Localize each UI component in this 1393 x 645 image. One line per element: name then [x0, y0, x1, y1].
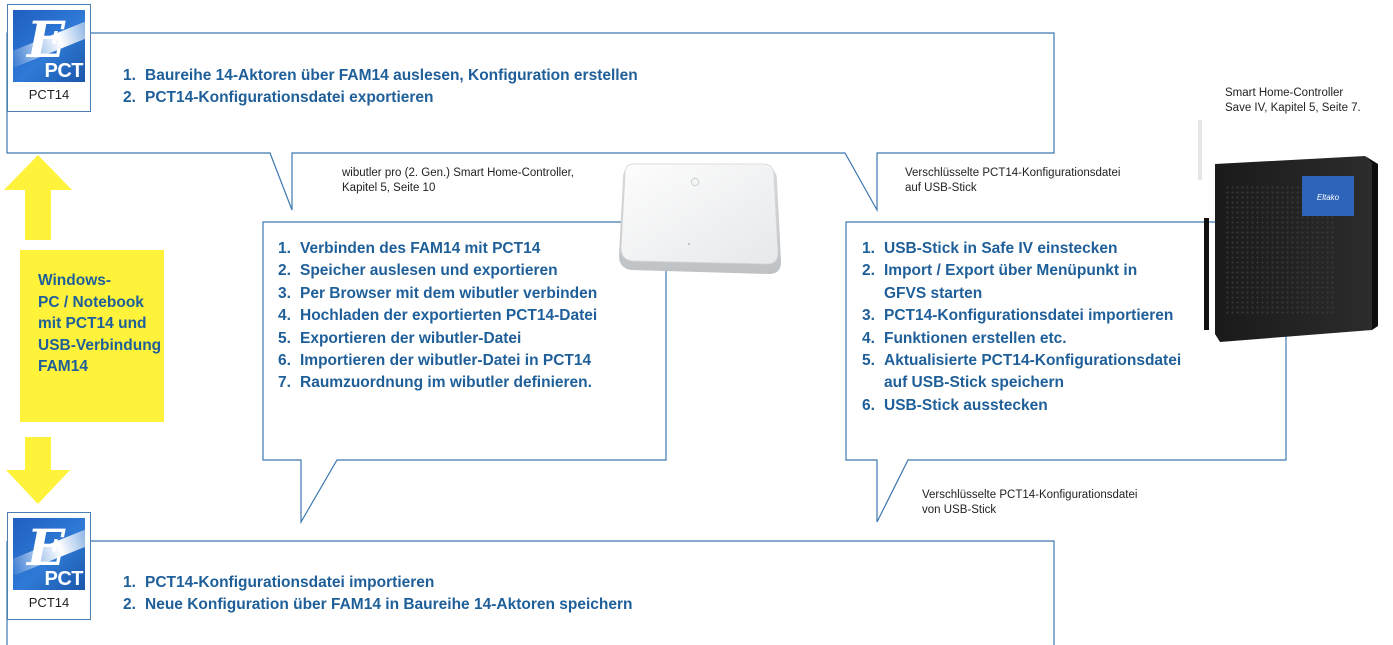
- top-step: 1.Baureihe 14-Aktoren über FAM14 auslese…: [123, 67, 638, 84]
- safe-step: 6.USB-Stick ausstecken: [862, 396, 1048, 414]
- bottom-step: 2.Neue Konfiguration über FAM14 in Baure…: [123, 596, 633, 614]
- wibutler-step: 5.Exportieren der wibutler-Datei: [278, 329, 522, 347]
- arrow-up-icon: [4, 155, 72, 240]
- top-step: 2.PCT14-Konfigurationsdatei exportieren: [123, 89, 434, 107]
- safe-iv-caption: Smart Home-Controller Save IV, Kapitel 5…: [1225, 87, 1361, 114]
- wibutler-step: 6.Importieren der wibutler-Datei in PCT1…: [278, 352, 592, 370]
- pc-notebook-box: Windows- PC / Notebook mit PCT14 und USB…: [20, 250, 164, 422]
- bottom-step: 1.PCT14-Konfigurationsdatei importieren: [123, 574, 435, 591]
- safe-step: GFVS starten: [884, 284, 983, 302]
- safe-step: 2.Import / Export über Menüpunkt in: [862, 262, 1138, 280]
- pc-box-line: FAM14: [38, 358, 88, 375]
- pc-box-line: USB-Verbindung: [38, 336, 162, 354]
- pct14-logo-caption: PCT14: [28, 87, 70, 102]
- safe-step: 1.USB-Stick in Safe IV einstecken: [862, 240, 1118, 257]
- top-step-list: 1.Baureihe 14-Aktoren über FAM14 auslese…: [123, 65, 638, 110]
- pct14-logo-caption: PCT14: [28, 595, 70, 610]
- pct14-logo-icon: E PCT: [13, 518, 85, 590]
- wibutler-step: 3.Per Browser mit dem wibutler verbinden: [278, 284, 598, 302]
- pct14-logo-icon: E PCT: [13, 10, 85, 82]
- safe-step: auf USB-Stick speichern: [884, 374, 1065, 392]
- pc-box-line: PC / Notebook: [38, 293, 144, 311]
- pc-box-line: mit PCT14 und: [38, 315, 147, 332]
- bottom-step-list: 1.PCT14-Konfigurationsdatei importieren …: [123, 572, 632, 617]
- pct14-logo-top: E PCT PCT14: [7, 4, 91, 112]
- safe-step: 3.PCT14-Konfigurationsdatei importieren: [862, 307, 1174, 325]
- eltako-label: Eltako: [1317, 193, 1340, 202]
- wibutler-step-list: 1.Verbinden des FAM14 mit PCT14 2.Speich…: [278, 238, 597, 395]
- pct14-logo-bottom: E PCT PCT14: [7, 512, 91, 620]
- wibutler-step: 2.Speicher auslesen und exportieren: [278, 262, 558, 280]
- safe-step: 5.Aktualisierte PCT14-Konfigurationsdate…: [862, 352, 1182, 370]
- wibutler-step: 7.Raumzuordnung im wibutler definieren.: [278, 374, 592, 392]
- pc-box-line: Windows-: [38, 272, 112, 289]
- safe-iv-device-image: Eltako: [1198, 120, 1378, 342]
- wibutler-step: 1.Verbinden des FAM14 mit PCT14: [278, 240, 541, 257]
- safe-step-list: 1.USB-Stick in Safe IV einstecken 2.Impo…: [862, 238, 1181, 417]
- usb-out-note: Verschlüsselte PCT14-Konfigurationsdatei…: [922, 489, 1138, 516]
- arrow-down-icon: [6, 437, 70, 504]
- wibutler-device-image: [619, 163, 781, 274]
- usb-in-note: Verschlüsselte PCT14-Konfigurationsdatei…: [905, 167, 1121, 194]
- wibutler-step: 4.Hochladen der exportierten PCT14-Datei: [278, 307, 598, 325]
- wibutler-caption: wibutler pro (2. Gen.) Smart Home-Contro…: [342, 167, 574, 194]
- safe-step: 4.Funktionen erstellen etc.: [862, 329, 1067, 347]
- top-box-outline: [6, 32, 1055, 213]
